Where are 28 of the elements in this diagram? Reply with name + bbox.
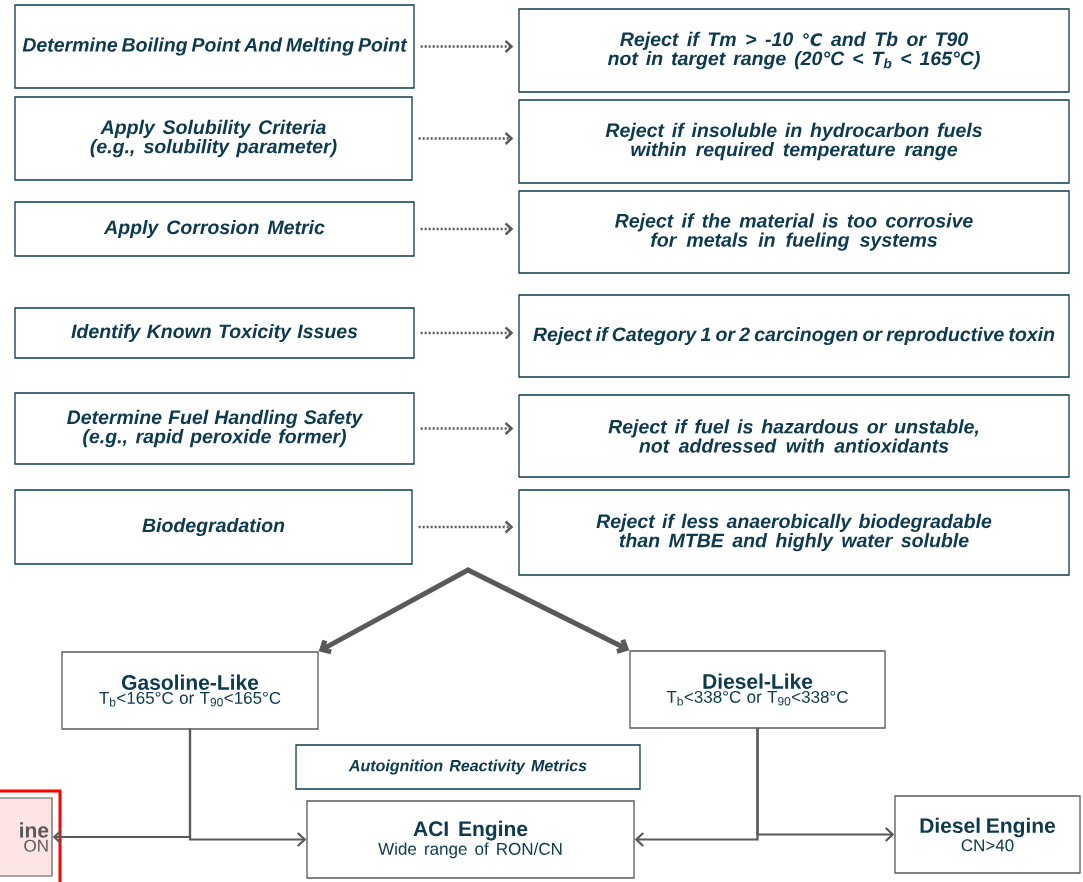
- arrow: [465, 567, 630, 654]
- arrow: [418, 132, 514, 145]
- process-box: Reject if insoluble in hydrocarbon fuels within required temperature range: [518, 99, 1070, 184]
- arrow: [318, 567, 471, 655]
- process-box: Reject if Category 1 or 2 carcinogen or reproductive toxin: [518, 294, 1070, 378]
- arrow: [420, 422, 514, 435]
- process-box: Determine Boiling Point And Melting Point: [14, 4, 415, 89]
- process-box: Biodegradation: [14, 489, 413, 565]
- arrow: [420, 326, 514, 340]
- process-box: Reject if Tm > -10 ℃ and Tb or T90 not in target range (20°C < T$_{b}$ < 165°C): [518, 8, 1070, 93]
- arrow: [188, 728, 307, 847]
- category-box: Gasoline-Like T$_{b}$<165°C or T$_{90}$<165°C: [61, 651, 319, 730]
- process-box: Reject if less anaerobically biodegradable than MTBE and highly water soluble: [518, 489, 1070, 576]
- process-box: Apply Corrosion Metric: [14, 201, 415, 257]
- arrow: [756, 727, 895, 842]
- engine-box: ine ON: [0, 797, 53, 877]
- category-box: Diesel Engine CN>40: [894, 795, 1081, 874]
- category-box: ACI Engine Wide range of RON/CN: [306, 800, 635, 879]
- arrow: [420, 40, 514, 53]
- metric-label-box: Autoignition Reactivity Metrics: [295, 744, 641, 790]
- process-box: Identify Known Toxicity Issues: [14, 307, 415, 359]
- process-box: Reject if the material is too corrosive for metals in fueling systems: [518, 190, 1070, 274]
- arrow: [420, 222, 514, 236]
- arrow: [418, 520, 514, 534]
- process-box: Apply Solubility Criteria (e.g., solubility parameter): [14, 96, 413, 181]
- process-box: Reject if fuel is hazardous or unstable, not addressed with antioxidants: [518, 394, 1070, 478]
- process-box: Determine Fuel Handling Safety (e.g., rapid peroxide former): [14, 392, 415, 465]
- category-box: Diesel-Like T$_{b}$<338°C or T$_{90}$<338°C: [629, 650, 886, 729]
